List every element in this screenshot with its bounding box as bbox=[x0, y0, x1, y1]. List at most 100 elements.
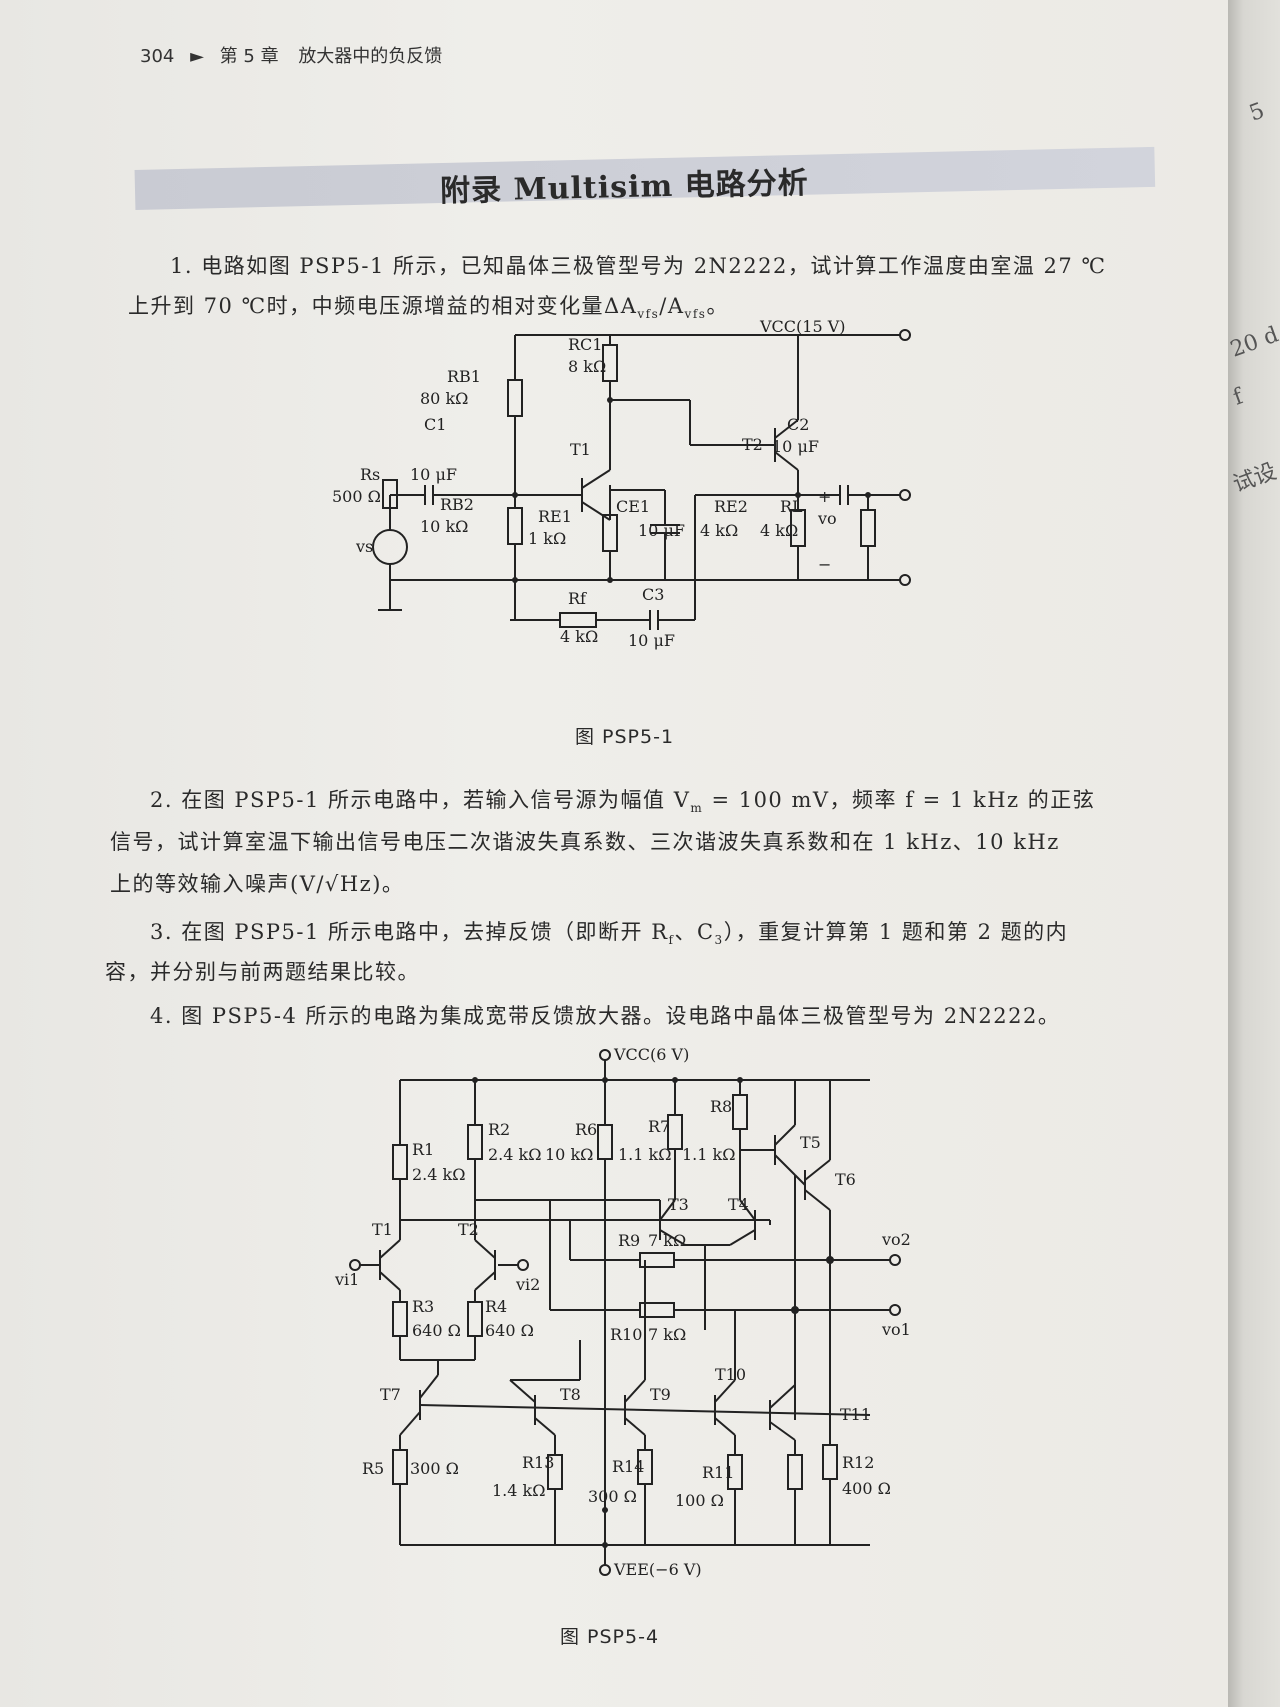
fig4-r11-label: R11 bbox=[702, 1463, 734, 1482]
fig1-rc1-value: 8 kΩ bbox=[568, 357, 606, 376]
fig4-r8-label: R8 bbox=[710, 1097, 732, 1116]
fig4-r2-value: 2.4 kΩ bbox=[488, 1145, 542, 1164]
fig4-t9-label: T9 bbox=[650, 1385, 671, 1404]
fig4-t2-label: T2 bbox=[458, 1220, 479, 1239]
fig4-r3-value: 640 Ω bbox=[412, 1321, 461, 1340]
fig1-rl-label: RL bbox=[780, 497, 803, 516]
fig1-plus-sign: + bbox=[818, 487, 831, 506]
fig1-re1-label: RE1 bbox=[538, 507, 572, 526]
fig4-r4-label: R4 bbox=[485, 1297, 507, 1316]
figure-4-caption: 图 PSP5-4 bbox=[560, 1626, 660, 1648]
fig4-r3-label: R3 bbox=[412, 1297, 434, 1316]
fig4-t11-label: T11 bbox=[840, 1405, 871, 1424]
fig4-r12-value: 400 Ω bbox=[842, 1479, 891, 1498]
fig4-t8-label: T8 bbox=[560, 1385, 581, 1404]
running-header: 304 ► 第 5 章 放大器中的负反馈 bbox=[140, 42, 442, 68]
fig4-vee-label: VEE(−6 V) bbox=[613, 1560, 702, 1579]
fig4-r10-value: 7 kΩ bbox=[648, 1325, 686, 1344]
fig4-r6-value: 10 kΩ bbox=[545, 1145, 593, 1164]
edge-fragment-2: 20 d bbox=[1228, 322, 1280, 363]
adjacent-page-edge: 5 20 d f 试设 bbox=[1228, 0, 1280, 1707]
fig1-vcc-label: VCC(15 V) bbox=[759, 320, 846, 336]
fig4-r6-label: R6 bbox=[575, 1120, 597, 1139]
fig1-re2-label: RE2 bbox=[714, 497, 748, 516]
problem-3-line-2: 容，并分别与前两题结果比较。 bbox=[105, 960, 420, 984]
fig4-r9-label: R9 bbox=[618, 1231, 640, 1250]
edge-fragment-3: f bbox=[1229, 384, 1247, 411]
fig4-r9-value: 7 kΩ bbox=[648, 1231, 686, 1250]
fig4-r14-value: 300 Ω bbox=[588, 1487, 637, 1506]
problem-2-line-3: 上的等效输入噪声(V/√Hz)。 bbox=[110, 872, 405, 896]
problem-4-line-1: 4. 图 PSP5-4 所示的电路为集成宽带反馈放大器。设电路中晶体三极管型号为… bbox=[150, 1004, 1061, 1028]
chapter-title: 放大器中的负反馈 bbox=[298, 46, 443, 67]
problem-2-line-2: 信号，试计算室温下输出信号电压二次谐波失真系数、三次谐波失真系数和在 1 kHz… bbox=[110, 830, 1060, 854]
fig1-rb2-value: 10 kΩ bbox=[420, 517, 468, 536]
fig4-vi2-label: vi2 bbox=[515, 1275, 540, 1294]
fig4-r14-label: R14 bbox=[612, 1457, 644, 1476]
fig4-vo2-label: vo2 bbox=[881, 1230, 911, 1249]
fig1-rs-label: Rs bbox=[360, 465, 380, 484]
fig4-r1-label: R1 bbox=[412, 1140, 434, 1159]
fig4-r2-label: R2 bbox=[488, 1120, 510, 1139]
fig4-t6-label: T6 bbox=[835, 1170, 856, 1189]
problem-2-line-1: 2. 在图 PSP5-1 所示电路中，若输入信号源为幅值 Vm = 100 mV… bbox=[150, 788, 1096, 816]
fig1-re2-value: 4 kΩ bbox=[700, 521, 738, 540]
fig4-r1-value: 2.4 kΩ bbox=[412, 1165, 466, 1184]
fig4-r11-value: 100 Ω bbox=[675, 1491, 724, 1510]
fig4-r7-label: R7 bbox=[648, 1117, 670, 1136]
fig4-r13-label: R13 bbox=[522, 1453, 554, 1472]
section-title: 附录 Multisim 电路分析 bbox=[439, 165, 810, 210]
edge-fragment-1: 5 bbox=[1246, 98, 1268, 127]
fig1-c1-value: 10 μF bbox=[410, 465, 457, 484]
fig1-re1-value: 1 kΩ bbox=[528, 529, 566, 548]
fig1-vs-label: vs bbox=[355, 537, 373, 556]
fig1-t1-label: T1 bbox=[570, 440, 591, 459]
fig4-vo1-label: vo1 bbox=[881, 1320, 911, 1339]
fig1-ce1-value: 10 μF bbox=[638, 521, 685, 540]
fig4-t10-label: T10 bbox=[715, 1365, 746, 1384]
fig1-rc1-label: RC1 bbox=[568, 335, 602, 354]
fig1-ce1-label: CE1 bbox=[616, 497, 650, 516]
fig1-vo-label: vo bbox=[817, 509, 837, 528]
fig1-rf-value: 4 kΩ bbox=[560, 627, 598, 646]
edge-fragment-4: 试设 bbox=[1229, 459, 1280, 498]
fig4-r4-value: 640 Ω bbox=[485, 1321, 534, 1340]
fig4-r10-label: R10 bbox=[610, 1325, 642, 1344]
fig4-t7-label: T7 bbox=[380, 1385, 401, 1404]
fig1-t2-label: T2 bbox=[742, 435, 763, 454]
problem-3-line-1: 3. 在图 PSP5-1 所示电路中，去掉反馈（即断开 Rf、C3），重复计算第… bbox=[150, 920, 1069, 948]
fig4-r13-value: 1.4 kΩ bbox=[492, 1481, 546, 1500]
fig1-rb2-label: RB2 bbox=[440, 495, 474, 514]
fig1-c3-label: C3 bbox=[642, 585, 664, 604]
problem-1-line-2: 上升到 70 ℃时，中频电压源增益的相对变化量ΔAvfs/Avfs。 bbox=[128, 294, 729, 322]
fig1-c2-label: C2 bbox=[787, 415, 809, 434]
fig4-r7-value: 1.1 kΩ bbox=[618, 1145, 672, 1164]
fig4-vi1-label: vi1 bbox=[334, 1270, 359, 1289]
fig4-r5-value: 300 Ω bbox=[410, 1459, 459, 1478]
problem-1-line-1: 1. 电路如图 PSP5-1 所示，已知晶体三极管型号为 2N2222，试计算工… bbox=[170, 254, 1107, 278]
fig1-rl-value: 4 kΩ bbox=[760, 521, 798, 540]
fig1-rf-label: Rf bbox=[568, 589, 587, 608]
fig4-vcc-label: VCC(6 V) bbox=[613, 1045, 689, 1064]
fig1-c1-label: C1 bbox=[424, 415, 446, 434]
fig1-rs-value: 500 Ω bbox=[332, 487, 381, 506]
triangle-arrow-icon: ► bbox=[190, 46, 204, 67]
circuit-figure-psp5-4: VCC(6 V) VEE(−6 V) R1 2.4 kΩ R2 2.4 kΩ R… bbox=[334, 1045, 911, 1579]
fig1-minus-sign: − bbox=[818, 555, 831, 574]
fig1-c3-value: 10 μF bbox=[628, 631, 675, 650]
fig4-r8-value: 1.1 kΩ bbox=[682, 1145, 736, 1164]
chapter-number: 第 5 章 bbox=[219, 46, 279, 67]
fig4-r5-label: R5 bbox=[362, 1459, 384, 1478]
figure-1-caption: 图 PSP5-1 bbox=[575, 726, 675, 748]
circuit-figure-psp5-1: VCC(15 V) RB1 80 kΩ RC1 8 kΩ C1 10 μF T1… bbox=[332, 320, 911, 650]
fig4-r12-label: R12 bbox=[842, 1453, 874, 1472]
page-number: 304 bbox=[140, 46, 175, 67]
fig1-rb1-label: RB1 bbox=[447, 367, 481, 386]
fig4-t5-label: T5 bbox=[800, 1133, 821, 1152]
fig4-t3-label: T3 bbox=[668, 1195, 689, 1214]
fig4-t4-label: T4 bbox=[728, 1195, 749, 1214]
book-page: 304 ► 第 5 章 放大器中的负反馈 附录 Multisim 电路分析 1.… bbox=[0, 0, 1228, 1707]
fig4-t1-label: T1 bbox=[372, 1220, 393, 1239]
fig1-rb1-value: 80 kΩ bbox=[420, 389, 468, 408]
fig1-c2-value: 10 μF bbox=[772, 437, 819, 456]
